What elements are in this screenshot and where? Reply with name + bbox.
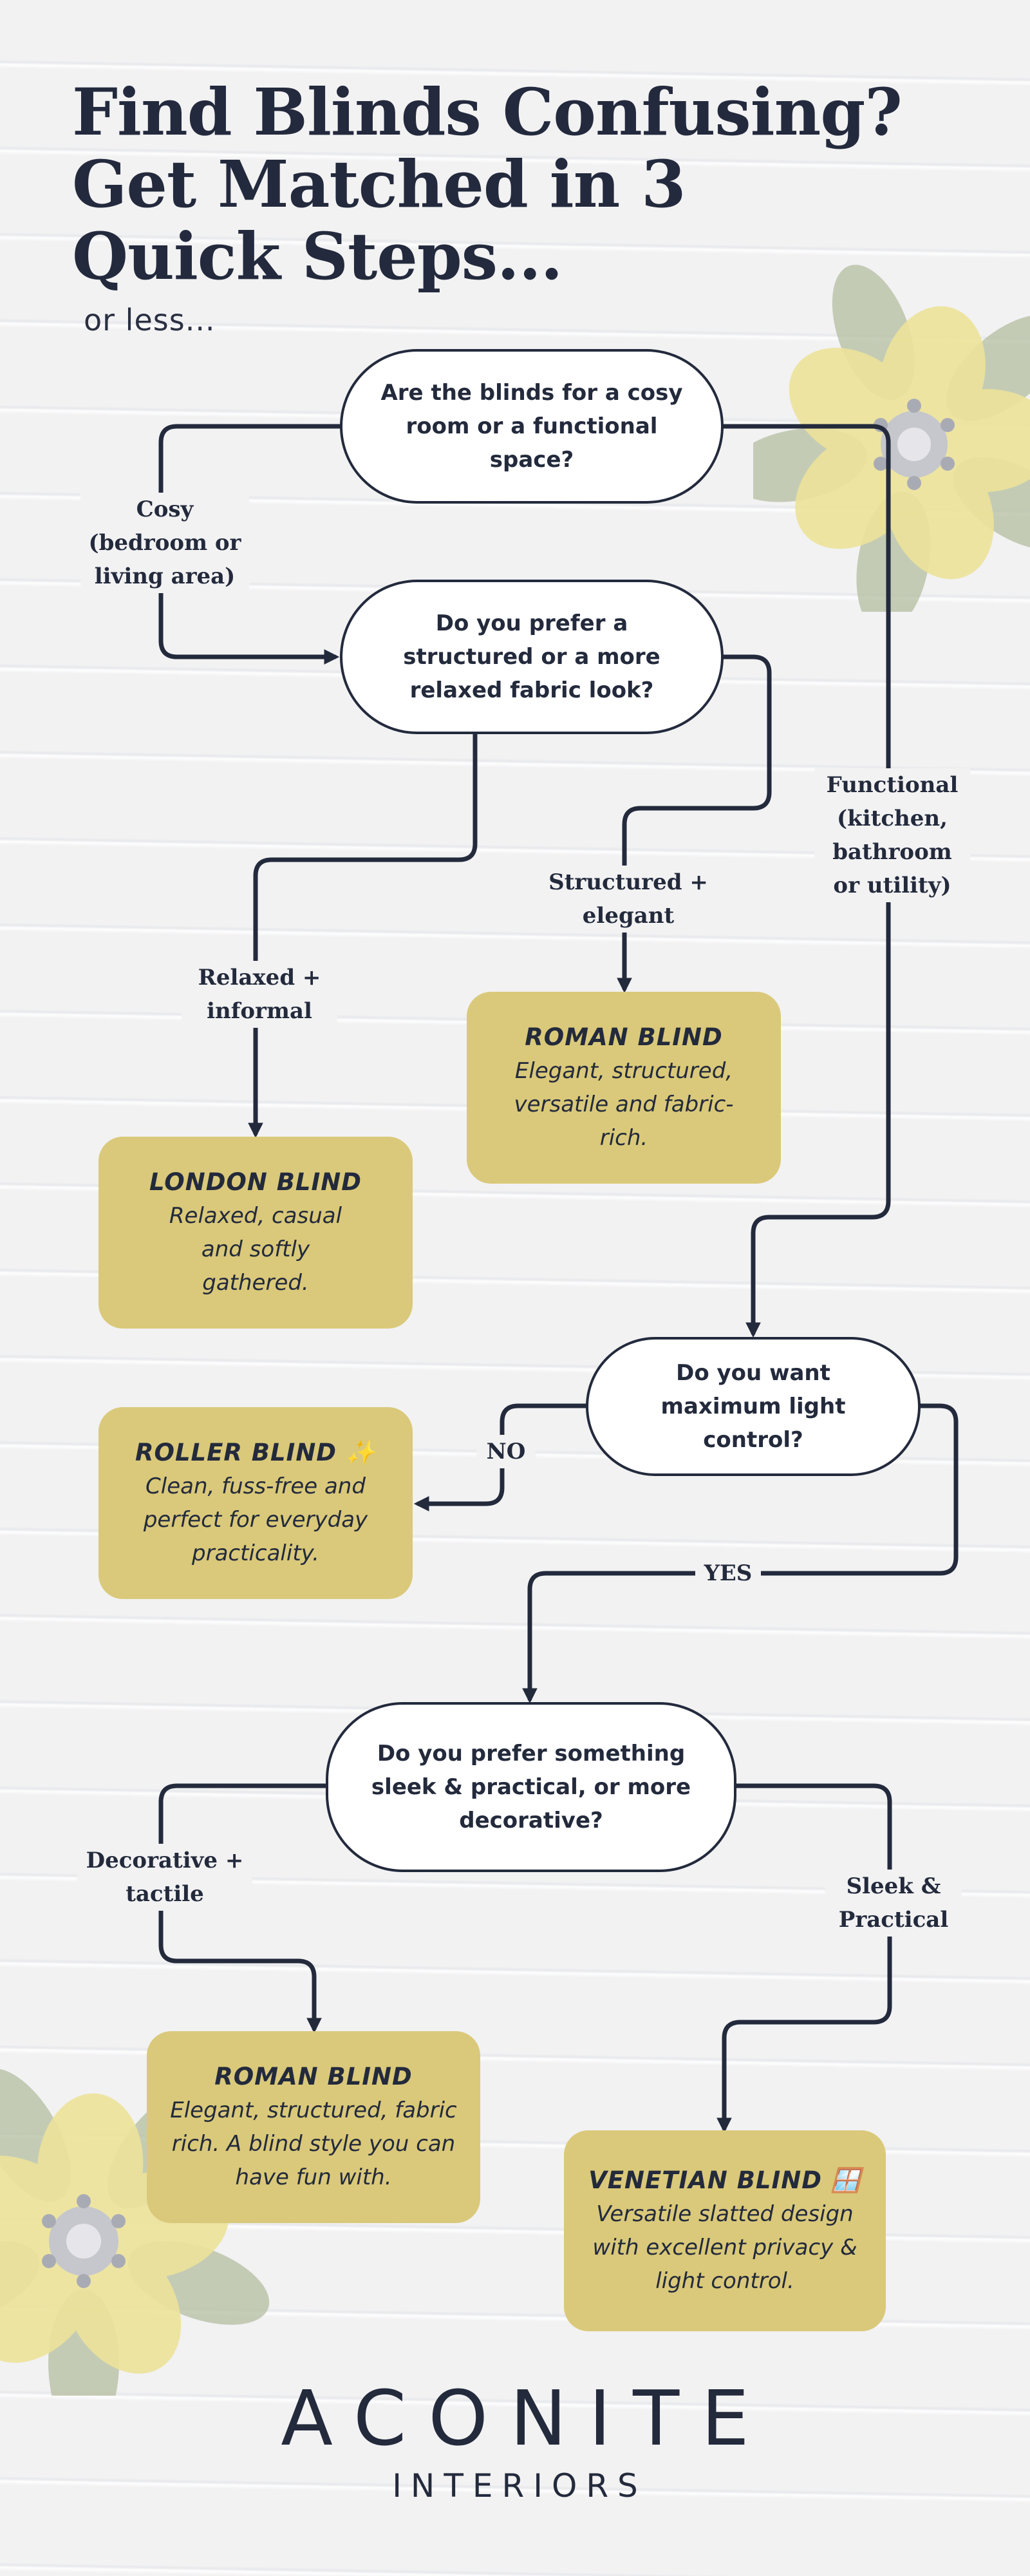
result-venetian-blind: VENETIAN BLIND 🪟 Versatile slatted desig… (564, 2130, 886, 2331)
brand-subtitle: INTERIORS (0, 2467, 1030, 2505)
result-london-blind: LONDON BLIND Relaxed, casual and softly … (98, 1137, 413, 1329)
result-title: ROMAN BLIND (214, 2060, 412, 2094)
result-description: Versatile slatted design with excellent … (590, 2197, 860, 2298)
label-functional: Functional (kitchen, bathroom or utility… (814, 768, 970, 902)
question-sleek-or-decorative: Do you prefer something sleek & practica… (326, 1702, 736, 1872)
question-light-control: Do you want maximum light control? (586, 1337, 921, 1476)
result-title: ROLLER BLIND ✨ (135, 1436, 376, 1470)
question-structured-or-relaxed: Do you prefer a structured or a more rel… (340, 580, 724, 734)
connector-q4-sleek (724, 1786, 890, 2128)
result-roller-blind: ROLLER BLIND ✨ Clean, fuss-free and perf… (98, 1407, 413, 1599)
question-cosy-or-functional: Are the blinds for a cosy room or a func… (340, 349, 724, 504)
label-no: NO (476, 1435, 536, 1468)
title-line: Find Blinds Confusing? (72, 76, 902, 148)
label-cosy: Cosy (bedroom or living area) (80, 493, 249, 593)
label-relaxed: Relaxed + informal (182, 961, 337, 1028)
result-title: ROMAN BLIND (525, 1021, 722, 1054)
label-structured: Structured + elegant (538, 866, 719, 933)
result-description: Elegant, structured, fabric rich. A blin… (165, 2094, 462, 2194)
result-title: VENETIAN BLIND 🪟 (588, 2164, 861, 2197)
subtitle: or less... (84, 303, 216, 337)
brand-logo: ACONITE (0, 2376, 1030, 2460)
result-roman-blind-decorative: ROMAN BLIND Elegant, structured, fabric … (147, 2031, 480, 2223)
result-description: Relaxed, casual and softly gathered. (159, 1199, 352, 1300)
result-title: LONDON BLIND (149, 1166, 362, 1199)
result-description: Elegant, structured, versatile and fabri… (511, 1054, 736, 1155)
title-line: Get Matched in 3 (72, 148, 902, 220)
label-sleek: Sleek & Practical (825, 1870, 962, 1937)
label-decorative: Decorative + tactile (77, 1844, 252, 1911)
title-line: Quick Steps... (72, 220, 902, 292)
label-yes: YES (695, 1557, 761, 1590)
result-roman-blind: ROMAN BLIND Elegant, structured, versati… (467, 992, 781, 1184)
page-title: Find Blinds Confusing? Get Matched in 3 … (72, 76, 902, 292)
result-description: Clean, fuss-free and perfect for everyda… (133, 1470, 378, 1570)
connector-q2-relaxed (256, 733, 475, 1133)
